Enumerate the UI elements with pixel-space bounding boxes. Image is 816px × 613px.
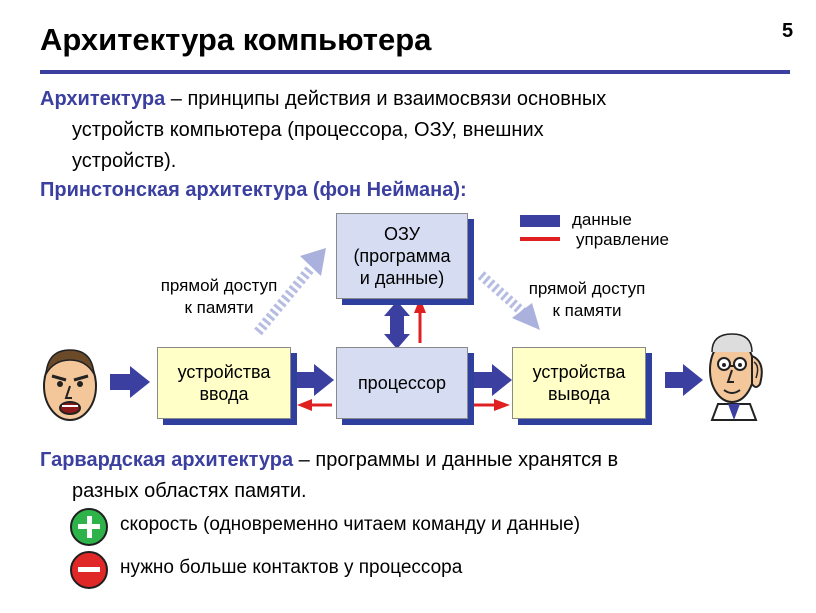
speaking-person-icon — [43, 349, 97, 421]
title-underline — [40, 70, 790, 74]
arrow-output-to-listener — [665, 364, 703, 396]
dma-left-line-1: прямой доступ — [160, 276, 278, 295]
definition-line-2: устройств компьютера (процессора, ОЗУ, в… — [72, 119, 544, 141]
dma-label-left: прямой доступ к памяти — [144, 275, 294, 319]
ram-label-2: (программа — [353, 246, 451, 266]
arrow-input-to-processor — [296, 364, 334, 396]
page-number: 5 — [782, 20, 794, 42]
processor-label: процессор — [357, 373, 447, 393]
plus-text: скорость (одновременно читаем команду и … — [120, 514, 581, 535]
arrow-processor-to-ram-control — [414, 298, 426, 343]
dma-label-right: прямой доступ к памяти — [512, 278, 662, 322]
arrow-processor-to-output-control — [470, 399, 510, 411]
ram-box: ОЗУ (программа и данные) — [336, 213, 468, 299]
minus-text: нужно больше контактов у процессора — [120, 557, 463, 578]
dma-arrow-left — [254, 248, 326, 336]
definition-text-1: – принципы действия и взаимосвязи основн… — [165, 88, 607, 110]
arrow-processor-to-input-control — [297, 399, 332, 411]
output-devices-box: устройства вывода — [512, 347, 646, 419]
arrow-processor-to-output — [472, 364, 512, 396]
slide-title: Архитектура компьютера — [40, 22, 432, 57]
arrow-head-to-input — [110, 366, 150, 398]
dma-right-line-2: к памяти — [552, 301, 622, 320]
princeton-heading: Принстонская архитектура (фон Неймана): — [40, 179, 467, 201]
harvard-line-2: разных областях памяти. — [72, 480, 307, 502]
ram-label-3: и данные) — [359, 268, 445, 288]
legend-control-label: управление — [576, 230, 669, 249]
dma-left-line-2: к памяти — [184, 298, 254, 317]
dma-right-line-1: прямой доступ — [528, 279, 646, 298]
dma-arrow-right — [477, 271, 540, 330]
plus-icon — [70, 508, 108, 546]
definition-line-1: Архитектура – принципы действия и взаимо… — [40, 84, 606, 115]
definition-term: Архитектура — [40, 88, 166, 110]
arrow-ram-processor-data — [384, 301, 410, 349]
input-devices-box: устройства ввода — [157, 347, 291, 419]
output-label-2: вывода — [547, 384, 610, 404]
input-label-2: ввода — [199, 384, 249, 404]
listening-person-icon — [709, 333, 763, 421]
processor-box: процессор — [336, 347, 468, 419]
output-label-1: устройства — [532, 362, 626, 382]
minus-icon — [70, 551, 108, 589]
ram-label-1: ОЗУ — [383, 224, 421, 244]
input-label-1: устройства — [177, 362, 271, 382]
legend-control-swatch — [520, 237, 560, 241]
legend-data-label: данные — [572, 210, 632, 229]
legend-data-swatch — [520, 215, 560, 227]
harvard-line-1: Гарвардская архитектура – программы и да… — [40, 445, 618, 476]
definition-line-3: устройств). — [72, 150, 177, 172]
harvard-text-1: – программы и данные хранятся в — [293, 449, 619, 471]
harvard-term: Гарвардская архитектура — [40, 449, 294, 471]
